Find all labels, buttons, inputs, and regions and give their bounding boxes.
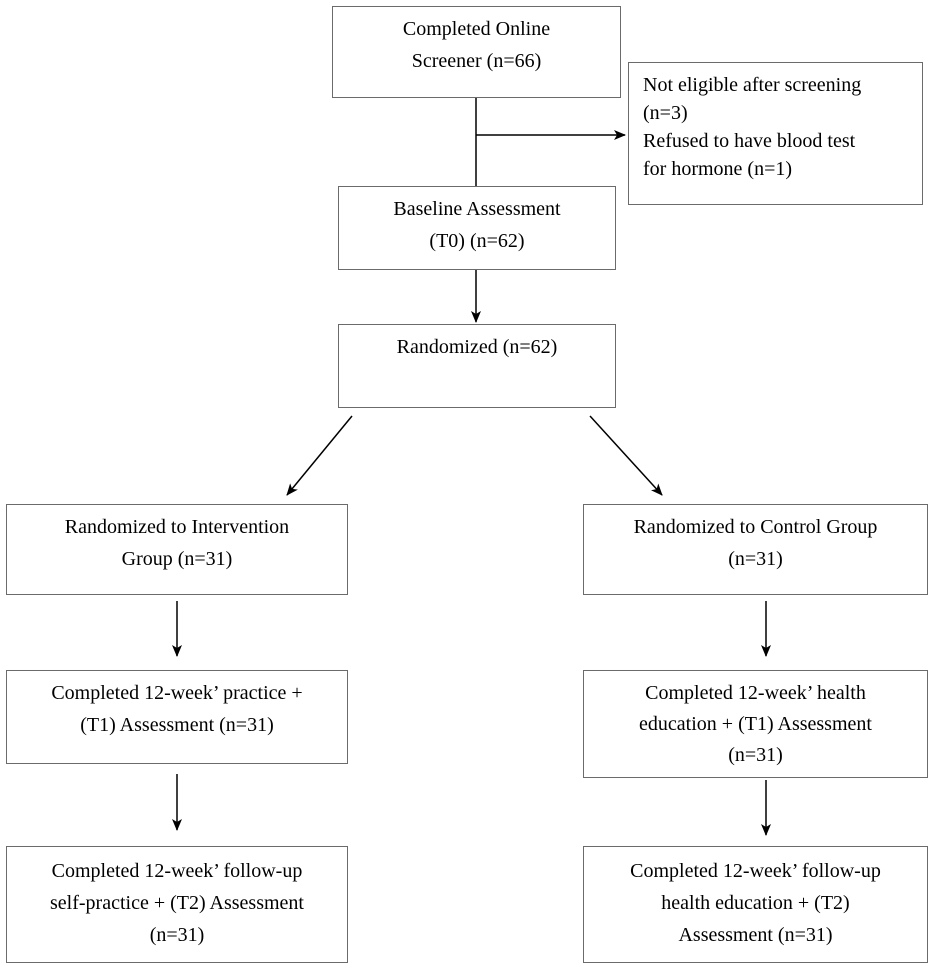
intervention-line-1: Randomized to Intervention bbox=[64, 516, 290, 538]
intervention-t2-line-1: Completed 12-week’ follow-up bbox=[51, 860, 303, 882]
screener-line-2: Screener (n=66) bbox=[411, 50, 542, 72]
baseline-line-2: (T0) (n=62) bbox=[429, 230, 525, 252]
intervention-t1-line-1: Completed 12-week’ practice + bbox=[51, 682, 303, 704]
baseline-box: Baseline Assessment (T0) (n=62) bbox=[338, 186, 616, 270]
control-t2-line-1: Completed 12-week’ follow-up bbox=[630, 860, 881, 882]
baseline-line-1: Baseline Assessment bbox=[393, 198, 561, 220]
control-t1-line-3: (n=31) bbox=[728, 744, 783, 766]
excluded-line-4: for hormone (n=1) bbox=[643, 158, 793, 180]
control-line-2: (n=31) bbox=[728, 548, 783, 570]
intervention-t1-box: Completed 12-week’ practice + (T1) Asses… bbox=[6, 670, 348, 764]
intervention-t2-line-2: self-practice + (T2) Assessment bbox=[50, 892, 304, 914]
intervention-line-2: Group (n=31) bbox=[121, 548, 233, 570]
excluded-line-3: Refused to have blood test bbox=[643, 130, 856, 152]
intervention-box: Randomized to Intervention Group (n=31) bbox=[6, 504, 348, 595]
randomized-line-1: Randomized (n=62) bbox=[396, 336, 558, 358]
intervention-t1-line-2: (T1) Assessment (n=31) bbox=[80, 714, 274, 736]
excluded-box: Not eligible after screening (n=3) Refus… bbox=[628, 62, 923, 205]
arrow-to-control bbox=[589, 415, 663, 496]
control-line-1: Randomized to Control Group bbox=[633, 516, 878, 538]
control-box: Randomized to Control Group (n=31) bbox=[583, 504, 928, 595]
control-t2-line-3: Assessment (n=31) bbox=[678, 924, 833, 946]
excluded-line-1: Not eligible after screening bbox=[643, 74, 862, 96]
screener-box: Completed Online Screener (n=66) bbox=[332, 6, 621, 98]
control-t2-line-2: health education + (T2) bbox=[661, 892, 850, 914]
control-t1-box: Completed 12-week’ health education + (T… bbox=[583, 670, 928, 778]
excluded-line-2: (n=3) bbox=[643, 102, 688, 124]
randomized-box: Randomized (n=62) bbox=[338, 324, 616, 408]
control-t1-line-2: education + (T1) Assessment bbox=[639, 713, 872, 735]
control-t2-box: Completed 12-week’ follow-up health educ… bbox=[583, 846, 928, 963]
arrow-to-intervention bbox=[286, 415, 353, 496]
screener-line-1: Completed Online bbox=[402, 18, 551, 40]
intervention-t2-box: Completed 12-week’ follow-up self-practi… bbox=[6, 846, 348, 963]
control-t1-line-1: Completed 12-week’ health bbox=[645, 682, 866, 704]
intervention-t2-line-3: (n=31) bbox=[149, 924, 205, 946]
